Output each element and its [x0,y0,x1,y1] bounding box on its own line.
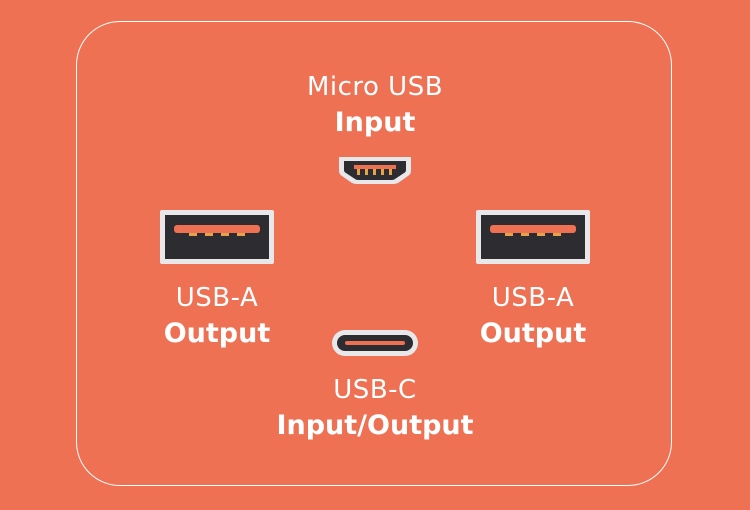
usb-c-label: USB-C Input/Output [245,377,505,439]
usb-a-right-name: USB-A [491,283,575,313]
usb-a-right-role: Output [479,318,587,349]
micro-usb-role: Input [334,107,416,138]
port-panel [76,21,672,486]
micro-usb-port-icon [339,157,411,184]
usb-c-port-icon [332,330,418,356]
usb-a-left-label: USB-A Output [87,285,347,347]
usb-a-left-role: Output [163,318,271,349]
usb-c-name: USB-C [333,375,417,405]
micro-usb-name: Micro USB [306,72,444,102]
usb-c-role: Input/Output [276,410,474,441]
usb-a-port-icon-left [160,210,274,264]
usb-a-left-name: USB-A [175,283,259,313]
usb-a-right-label: USB-A Output [403,285,663,347]
usb-a-port-icon-right [476,210,590,264]
micro-usb-label: Micro USB Input [245,74,505,136]
